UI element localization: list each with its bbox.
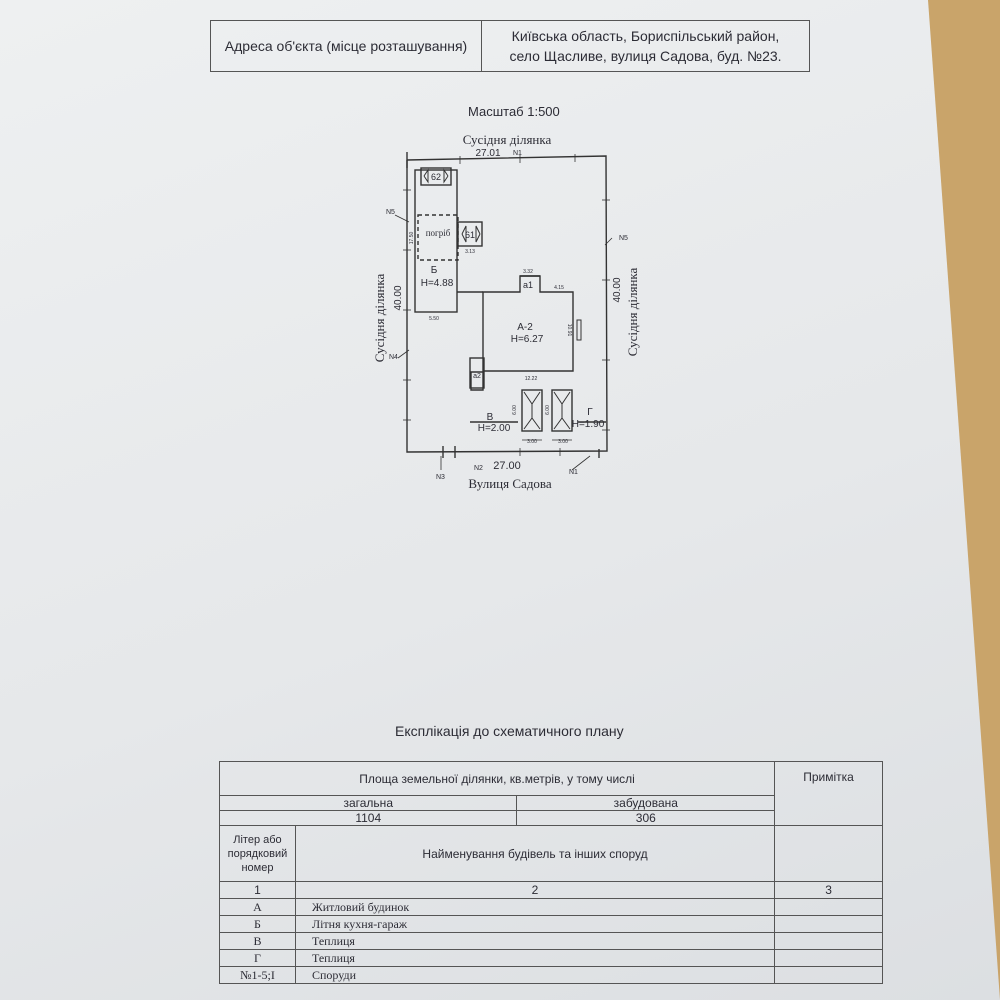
building-b [414, 169, 458, 313]
row-letter: Б [219, 915, 296, 933]
scale-label: Масштаб 1:500 [468, 104, 560, 119]
row-note [774, 915, 883, 933]
row-note [774, 932, 883, 950]
row-name: Теплиця [294, 949, 776, 967]
bottom-length: 27.00 [493, 460, 521, 472]
row-letter: Г [219, 949, 296, 967]
greenhouse-v-letter: В [487, 412, 494, 423]
left-neighbor-label: Сусідня ділянка [372, 273, 387, 362]
dim-3-00-b: 3.00 [558, 439, 568, 445]
dim-10-91: 10.91 [566, 324, 572, 337]
table-row: Г Теплиця [219, 949, 883, 967]
letter-header: Літер або порядковий номер [219, 825, 296, 882]
built-area-value: 306 [516, 810, 776, 826]
dim-3-13: 3.13 [465, 249, 475, 255]
row-letter: А [219, 898, 296, 916]
address-label: Адреса об'єкта (місце розташування) [211, 21, 482, 71]
greenhouse-v-height: H=2.00 [478, 423, 511, 434]
row-note [774, 966, 883, 984]
column-number-1: 1 [219, 881, 296, 899]
structure-61 [457, 221, 483, 247]
dim-4-15: 4.15 [554, 285, 564, 291]
table-row: В Теплиця [219, 932, 883, 950]
row-name: Споруди [294, 966, 776, 984]
built-area-label: забудована [516, 795, 776, 811]
dim-3-32: 3.32 [523, 269, 533, 275]
row-name: Літня кухня-гараж [294, 915, 776, 933]
site-plan: Сусідня ділянка 27.01 N1 N5 N5 N4 N3 N2 … [372, 132, 640, 491]
building-b-height: H=4.88 [421, 278, 454, 289]
top-length: 27.01 [475, 148, 500, 159]
greenhouse-v [521, 389, 543, 432]
building-b-letter: Б [431, 265, 438, 276]
note-header: Примітка [774, 761, 883, 826]
n4-label: N4 [389, 354, 398, 361]
plot-boundary [406, 155, 608, 453]
top-neighbor-label: Сусідня ділянка [463, 132, 552, 147]
n1-bottom-label: N1 [569, 469, 578, 476]
total-area-value: 1104 [218, 810, 518, 826]
explication-table: Площа земельної ділянки, кв.метрів, у то… [218, 761, 883, 984]
total-area-label: загальна [218, 795, 518, 811]
dim-6-00-a: 6.00 [512, 405, 518, 415]
row-name: Теплиця [294, 932, 776, 950]
a2-label: а2 [473, 373, 481, 380]
dim-3-00-a: 3.00 [527, 439, 537, 445]
row-letter: В [219, 932, 296, 950]
n3-label: N3 [436, 474, 445, 481]
row-letter: №1-5;І [219, 966, 296, 984]
greenhouse-g [551, 389, 573, 432]
address-line-2: село Щасливе, вулиця Садова, буд. №23. [509, 48, 782, 64]
area-header: Площа земельної ділянки, кв.метрів, у то… [218, 761, 776, 796]
street-label: Вулиця Садова [468, 476, 552, 491]
right-length: 40.00 [612, 277, 623, 302]
item-61-label: 61 [465, 230, 475, 240]
n5-left-label: N5 [386, 209, 395, 216]
building-a-letter: А-2 [517, 322, 533, 333]
dim-12-22: 12.22 [525, 376, 538, 382]
column-number-3: 3 [774, 881, 883, 899]
note-cell [774, 825, 883, 882]
a1-label: а1 [523, 280, 533, 290]
n2-label: N2 [474, 465, 483, 472]
address-box: Адреса об'єкта (місце розташування) Київ… [210, 20, 810, 72]
building-b-width: 5.50 [429, 316, 439, 322]
address-line-1: Київська область, Бориспільський район, [511, 28, 780, 44]
item-62-label: 62 [431, 172, 441, 182]
explication-title: Експлікація до схематичного плану [395, 723, 624, 739]
building-a [470, 275, 574, 391]
name-header: Найменування будівель та інших споруд [294, 825, 776, 882]
n1-top-label: N1 [513, 150, 522, 157]
left-length: 40.00 [393, 285, 404, 310]
structure-62 [420, 167, 452, 186]
table-row: №1-5;І Споруди [219, 966, 883, 984]
cellar-label: погріб [426, 228, 451, 238]
cellar-outline [417, 214, 459, 261]
address-value: Київська область, Бориспільський район, … [482, 21, 809, 71]
n5-right-label: N5 [619, 235, 628, 242]
table-row: Б Літня кухня-гараж [219, 915, 883, 933]
dim-6-00-b: 6.00 [545, 405, 551, 415]
greenhouse-g-height: H=1.90 [572, 419, 605, 430]
dim-17-50: 17.50 [409, 232, 415, 245]
greenhouse-g-letter: Г [587, 407, 593, 418]
row-note [774, 898, 883, 916]
column-number-2: 2 [294, 881, 776, 899]
right-neighbor-label: Сусідня ділянка [625, 267, 640, 356]
building-a-height: H=6.27 [511, 334, 544, 345]
row-name: Житловий будинок [294, 898, 776, 916]
structure-a2 [469, 357, 485, 389]
row-note [774, 949, 883, 967]
table-row: А Житловий будинок [219, 898, 883, 916]
